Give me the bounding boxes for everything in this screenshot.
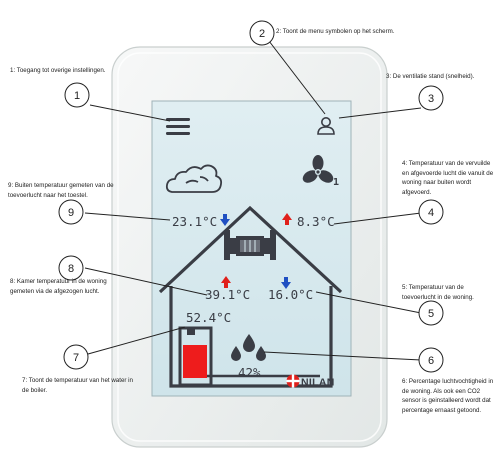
callout-number-3: 3 [428,93,434,105]
outdoor-temp-value: 23.1°C [172,214,217,229]
heat-recovery-unit [224,230,276,260]
boiler-temp-value: 52.4°C [186,310,231,325]
room-temp-value: 39.1°C [205,287,250,302]
fan-icon[interactable] [301,155,336,185]
exhaust-temp-value: 8.3°C [297,214,335,229]
callout-circle-8 [58,255,84,281]
nilan-logo: NILAN [286,374,335,389]
callout-text-3: 3: De ventilatie stand (snelheid). [386,73,475,80]
callout-text-1: 1: Toegang tot overige instellingen. [10,67,106,74]
fan-speed-value: 1 [333,177,339,188]
boiler-icon [178,326,213,387]
callout-lines [84,40,422,361]
supply-temp-value: 16.0°C [268,287,313,302]
room-arrow-up-icon [221,276,231,288]
callout-number-5: 5 [428,308,434,320]
callout-number-4: 4 [428,207,434,219]
supply-arrow-down-icon [281,277,291,289]
callout-text-7: 7: Toont de temperatuur van het water in… [22,377,133,394]
callout-number-1: 1 [74,90,80,102]
callout-text-8: 8: Kamer temperatuur in de woning gemete… [10,278,107,295]
exhaust-arrow-up-icon [282,213,292,225]
callout-text-2: 2: Toont de menu symbolen op het scherm. [276,28,395,35]
svg-text:NILAN: NILAN [301,377,335,389]
outdoor-arrow-down-icon [220,214,230,226]
callout-text-9: 9: Buiten temperatuur gemeten van de toe… [8,182,114,199]
callout-number-6: 6 [428,355,434,367]
weather-cloud-icon [165,164,223,193]
callout-text-6: 6: Percentage luchtvochtigheid in de won… [402,378,494,414]
humidity-drops-icon [231,334,266,361]
callout-number-2: 2 [259,28,265,40]
callout-circle-6 [418,347,444,373]
callout-text-4: 4: Temperatuur van de vervuilde en afgev… [402,160,494,196]
callout-circle-9 [58,199,84,225]
callout-text-5: 5: Temperatuur van de toevoerlucht in de… [402,284,474,301]
callout-circle-4 [418,199,444,225]
menu-icon[interactable] [166,118,190,135]
callout-number-9: 9 [68,207,74,219]
callout-number-7: 7 [73,352,79,364]
callout-circle-1 [64,82,90,108]
callout-circle-2 [249,20,275,46]
user-icon[interactable] [317,117,335,135]
humidity-value: 42% [238,365,261,380]
callout-circle-3 [418,85,444,111]
callout-circle-5 [418,300,444,326]
callout-number-8: 8 [68,263,74,275]
callout-circle-7 [63,344,89,370]
